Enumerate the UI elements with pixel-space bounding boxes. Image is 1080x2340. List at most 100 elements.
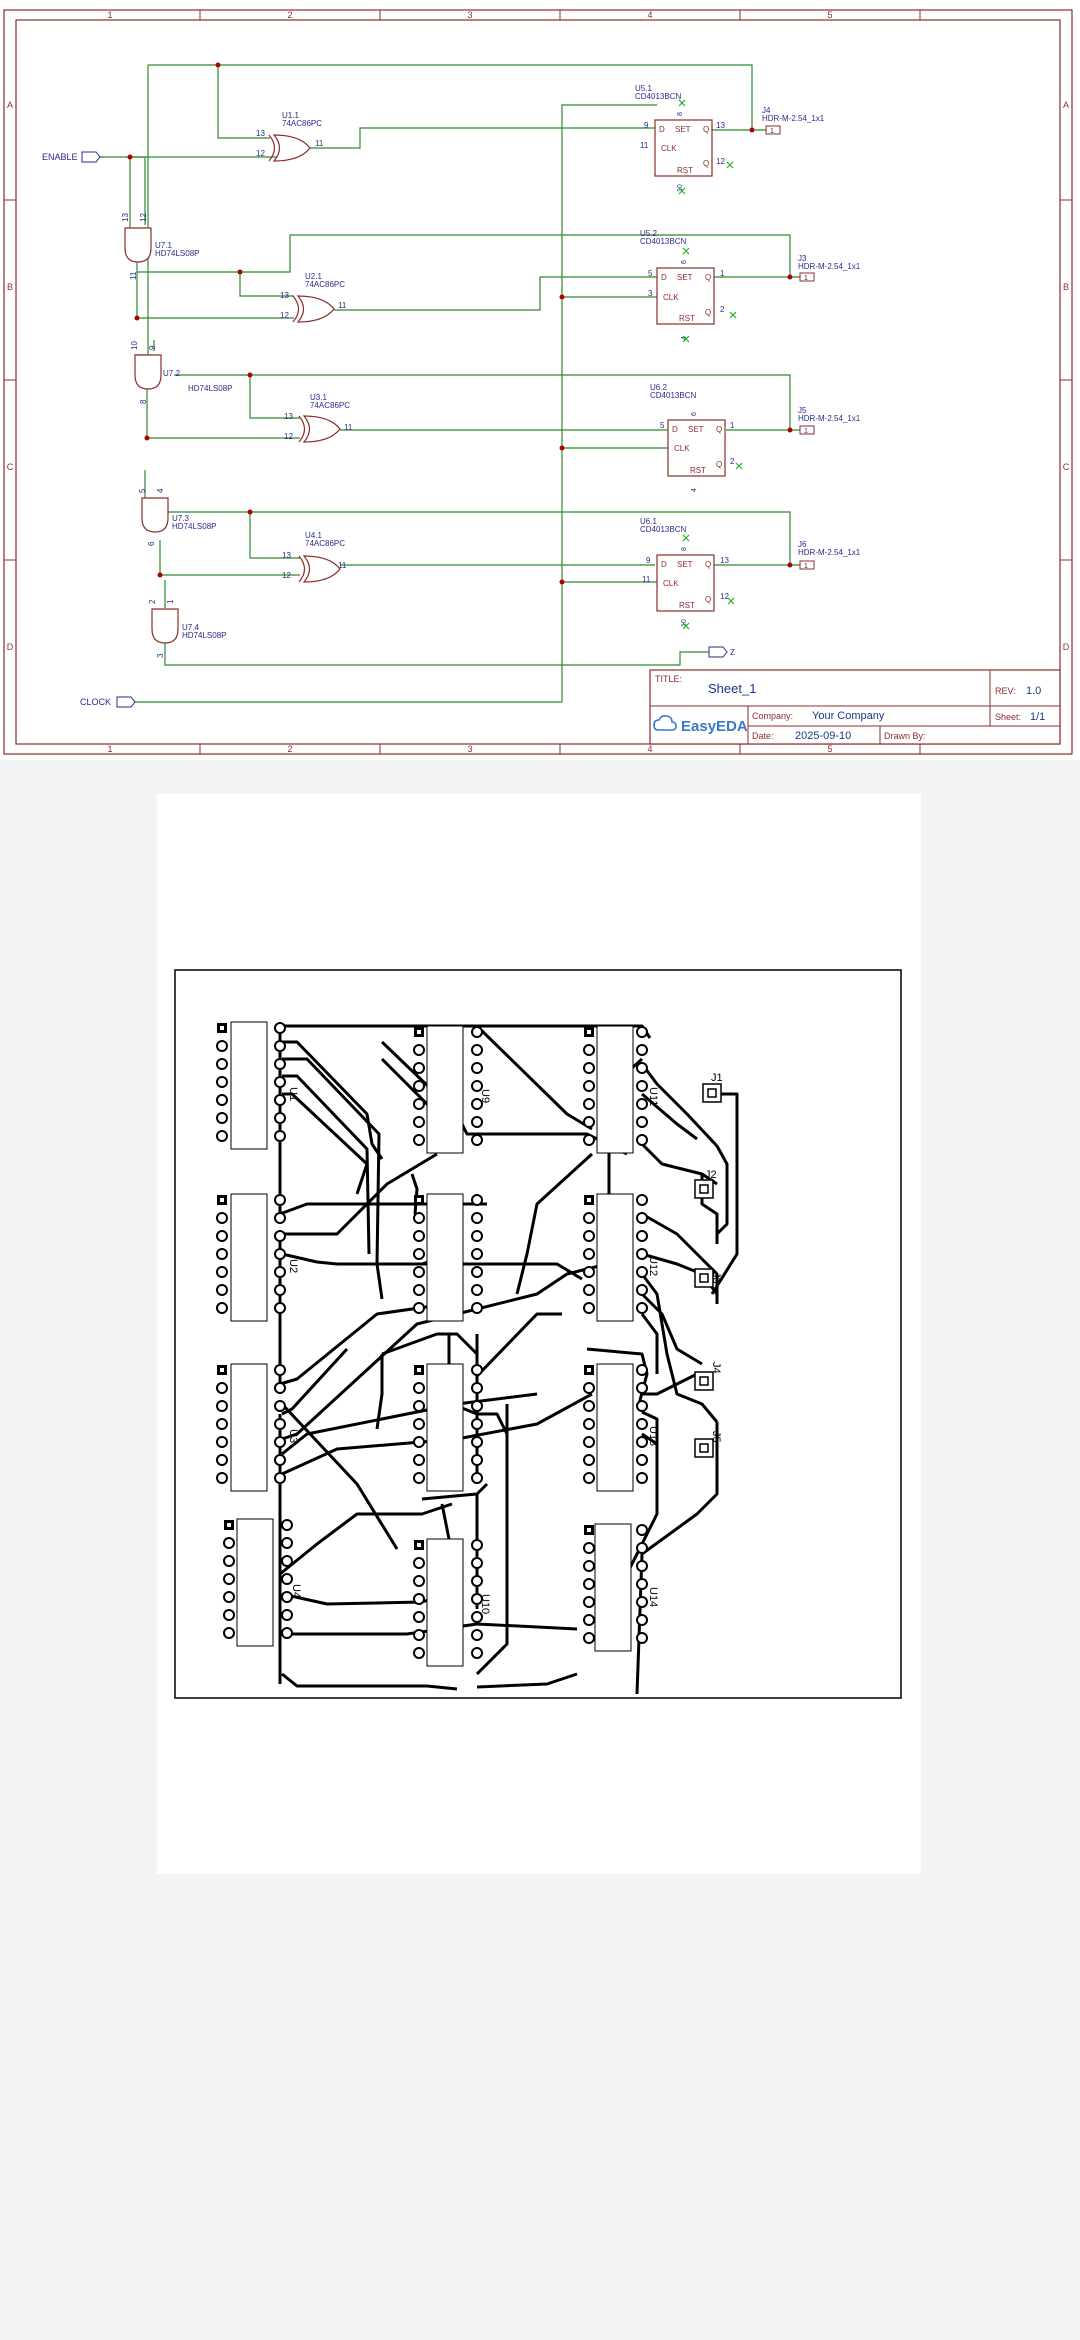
pcb-pad xyxy=(281,1609,293,1621)
xor-gate-u1: U1.1 74AC86PC 13 12 11 xyxy=(256,111,324,162)
col-label-2: 2 xyxy=(287,10,292,20)
designator-u9: U9 xyxy=(479,1089,491,1103)
pcb-pad xyxy=(636,1382,648,1394)
ff-pin-q: Q xyxy=(705,560,711,569)
pcb-pad-hole xyxy=(587,1030,591,1034)
ff-pin-d: D xyxy=(659,125,665,134)
pcb-pad xyxy=(216,1284,228,1296)
and-gate-u7-2: U7.2 HD74LS08P 10 9 8 xyxy=(130,341,232,404)
designator-u14: U14 xyxy=(647,1587,659,1607)
pin-num: 10 xyxy=(677,184,684,192)
pcb-pad xyxy=(583,1560,595,1572)
pin-num: 13 xyxy=(720,556,729,565)
ff-pin-rst: RST xyxy=(677,166,693,175)
pcb-pad xyxy=(471,1418,483,1430)
ff-pin-set: SET xyxy=(677,273,693,282)
pcb-pad xyxy=(471,1400,483,1412)
pin-num: 8 xyxy=(681,547,688,551)
pcb-pad-hole xyxy=(417,1368,421,1372)
pin-num: 10 xyxy=(681,619,688,627)
pcb-pad xyxy=(471,1472,483,1484)
and-u7-2-ref: U7.2 xyxy=(163,369,180,378)
pcb-pad-hole xyxy=(417,1543,421,1547)
pin-num: 13 xyxy=(280,291,289,300)
pcb-pad xyxy=(583,1632,595,1644)
ff-pin-clk: CLK xyxy=(663,293,679,302)
pcb-pad xyxy=(216,1266,228,1278)
ff-pin-q: Q xyxy=(703,125,709,134)
pin-num: 2 xyxy=(148,599,157,604)
ff-u6-1-part: CD4013BCN xyxy=(640,525,686,534)
pin-num: 13 xyxy=(282,551,291,560)
designator-u11: U11 xyxy=(647,1087,659,1106)
ff-pin-clk: CLK xyxy=(661,144,677,153)
pin-num: 11 xyxy=(642,575,651,584)
drawn-by-label: Drawn By: xyxy=(884,731,926,741)
pcb-board-outline xyxy=(174,969,902,1699)
pcb-pad xyxy=(583,1080,595,1092)
pin-num: 4 xyxy=(156,488,165,493)
easyeda-logo: EasyEDA xyxy=(653,715,748,735)
pcb-pad xyxy=(471,1302,483,1314)
designator-u2: U2 xyxy=(287,1259,299,1273)
pcb-pad xyxy=(583,1418,595,1430)
pcb-pad xyxy=(274,1040,286,1052)
pcb-pad xyxy=(636,1596,648,1608)
pcb-pad xyxy=(216,1382,228,1394)
designator-u13: U13 xyxy=(647,1426,659,1446)
xor-u2-part: 74AC86PC xyxy=(305,280,345,289)
pin-num: 13 xyxy=(256,129,265,138)
pcb-pad xyxy=(636,1044,648,1056)
pcb-pad xyxy=(216,1454,228,1466)
col-label-2-bottom: 2 xyxy=(287,744,292,754)
pcb-pad xyxy=(471,1575,483,1587)
and-u7-4-ref: U7.4 xyxy=(182,623,199,632)
pcb-pad xyxy=(274,1364,286,1376)
header-j3-ref: J3 xyxy=(798,254,807,263)
and-u7-4-part: HD74LS08P xyxy=(182,631,226,640)
and-u7-3-part: HD74LS08P xyxy=(172,522,216,531)
pcb-pad xyxy=(216,1040,228,1052)
pcb-pad-hole xyxy=(587,1528,591,1532)
header-j6-part: HDR-M-2.54_1x1 xyxy=(798,548,861,557)
pcb-pad xyxy=(636,1116,648,1128)
schematic-drawing: 1 2 3 4 5 1 2 3 4 5 A B C D A B C D xyxy=(3,9,1073,755)
pin-num: 1 xyxy=(804,275,808,282)
pin-num: 10 xyxy=(130,341,139,350)
row-label-a-right: A xyxy=(1063,100,1069,110)
pcb-pad-hole xyxy=(417,1030,421,1034)
col-label-1-bottom: 1 xyxy=(107,744,112,754)
net-label-enable-text: ENABLE xyxy=(42,152,78,162)
pin-num: 6 xyxy=(147,541,156,546)
flipflop-u6-1: U6.1 CD4013BCN D SET Q CLK RST Q 9 11 13… xyxy=(640,517,729,627)
pcb-pad xyxy=(274,1212,286,1224)
pcb-pad xyxy=(223,1537,235,1549)
col-label-5: 5 xyxy=(827,10,832,20)
pcb-pad xyxy=(583,1266,595,1278)
pin-num: 11 xyxy=(344,423,353,432)
pcb-pad xyxy=(471,1080,483,1092)
and-gate-u7-3: U7.3 HD74LS08P 5 4 6 xyxy=(138,488,216,546)
pcb-pad xyxy=(636,1632,648,1644)
easyeda-logo-text: EasyEDA xyxy=(681,718,748,735)
pcb-pad xyxy=(274,1266,286,1278)
pcb-pad xyxy=(413,1575,425,1587)
ff-pin-set: SET xyxy=(675,125,691,134)
xor-u1-part: 74AC86PC xyxy=(282,119,322,128)
xor-u3-ref: U3.1 xyxy=(310,393,327,402)
header-j4: 1 J4 HDR-M-2.54_1x1 xyxy=(762,106,825,135)
ff-pin-rst: RST xyxy=(679,601,695,610)
ff-pin-qn: Q xyxy=(705,308,711,317)
pcb-pad xyxy=(413,1098,425,1110)
pcb-pad xyxy=(471,1116,483,1128)
pin-num: 9 xyxy=(646,556,651,565)
pcb-drawing: J1 J2 J3 J4 J5 U1 U2 U3 U4 U9 U10 U11 U1… xyxy=(174,969,902,1699)
pcb-pad xyxy=(216,1418,228,1430)
pcb-pad xyxy=(413,1629,425,1641)
xor-u1-ref: U1.1 xyxy=(282,111,299,120)
pin-num: 12 xyxy=(280,311,289,320)
pcb-pad xyxy=(274,1284,286,1296)
sheet-label: Sheet: xyxy=(995,712,1021,722)
pcb-pad xyxy=(274,1022,286,1034)
row-label-c-right: C xyxy=(1063,462,1070,472)
